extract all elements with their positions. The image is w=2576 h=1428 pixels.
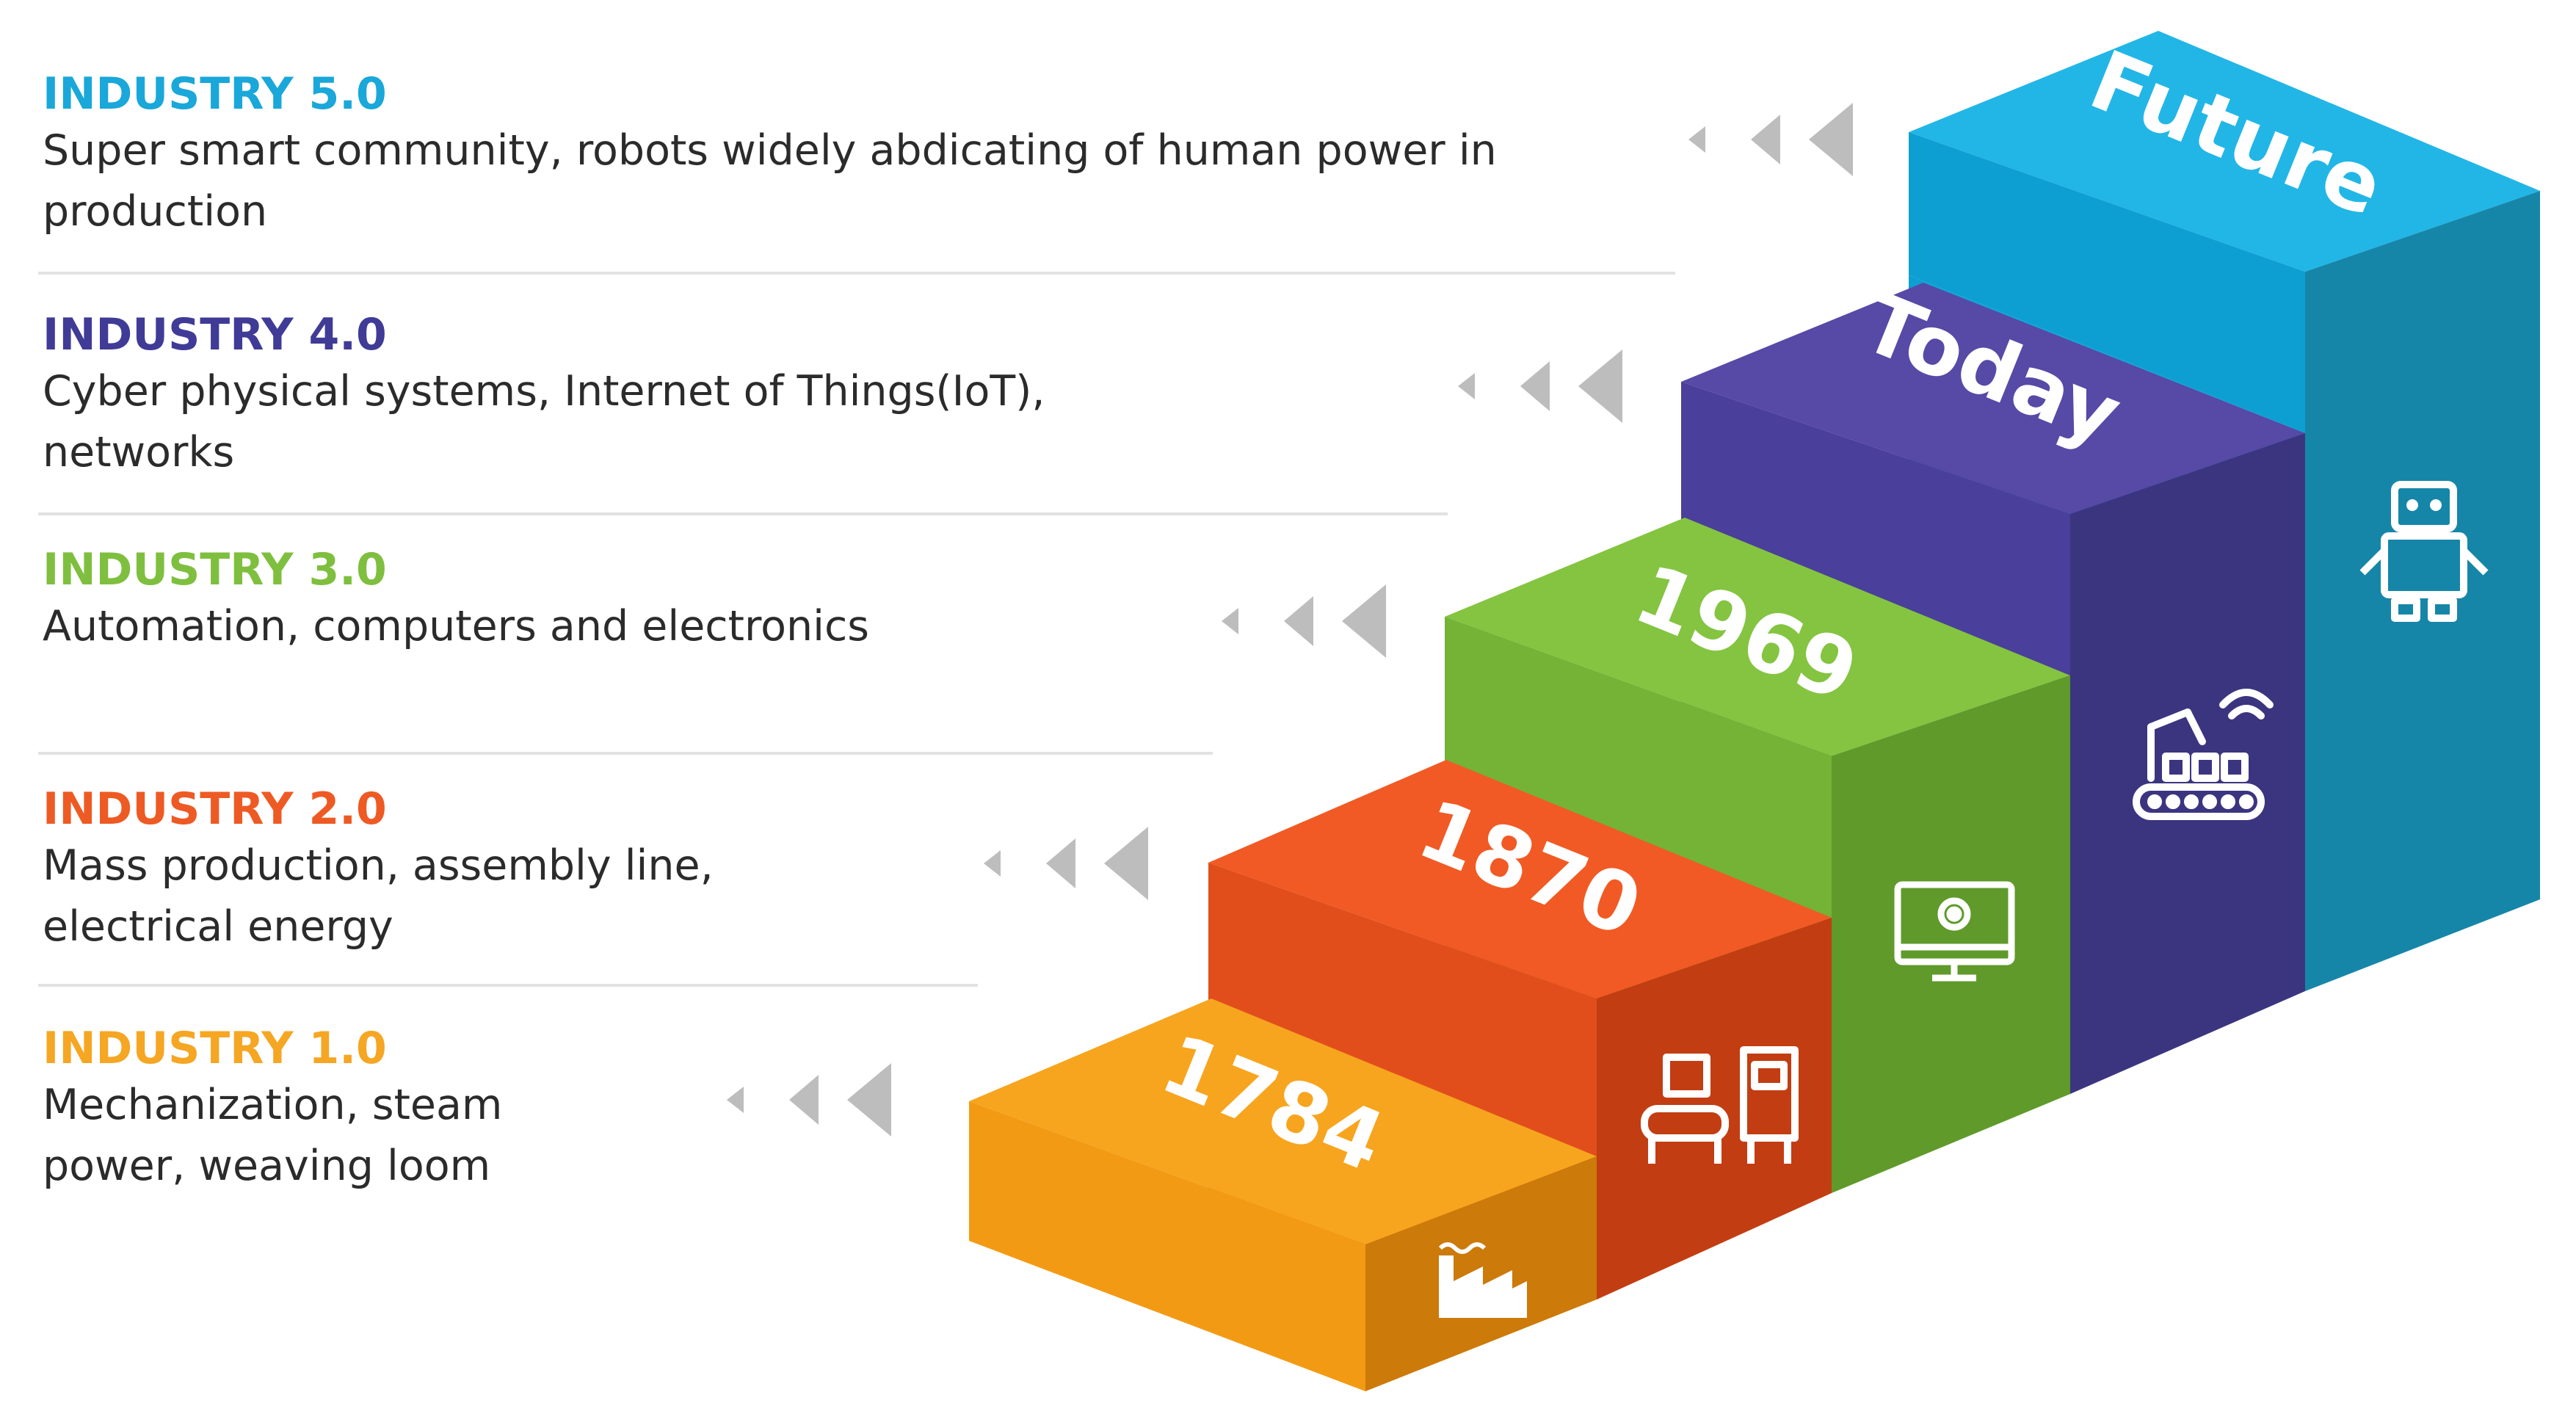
industry-row-1: INDUSTRY 1.0 Mechanization, steam power,… xyxy=(43,1022,645,1197)
row-divider xyxy=(38,984,978,987)
industry-title: INDUSTRY 3.0 xyxy=(43,544,387,595)
assembly-machines-icon xyxy=(1641,1046,1799,1164)
industry-title: INDUSTRY 4.0 xyxy=(43,309,387,360)
industry-row-5: INDUSTRY 5.0 Super smart community, robo… xyxy=(43,68,1584,242)
industry-description: Super smart community, robots widely abd… xyxy=(43,126,1497,236)
row-divider xyxy=(38,512,1448,515)
arrow-group-4 xyxy=(1458,349,1622,423)
arrow-group-2 xyxy=(984,827,1148,900)
industry-description: Mechanization, steam power, weaving loom xyxy=(43,1081,503,1190)
industry-row-4: INDUSTRY 4.0 Cyber physical systems, Int… xyxy=(43,308,1188,483)
factory-icon xyxy=(1438,1242,1527,1318)
arrow-group-1 xyxy=(727,1063,891,1137)
row-divider xyxy=(38,272,1675,275)
industry-row-2: INDUSTRY 2.0 Mass production, assembly l… xyxy=(43,783,887,957)
industry-row-3: INDUSTRY 3.0 Automation, computers and e… xyxy=(43,543,1144,657)
industry-description: Automation, computers and electronics xyxy=(43,602,870,650)
robotic-arm-conveyor-icon xyxy=(2133,689,2274,820)
industry-title: INDUSTRY 2.0 xyxy=(43,783,387,835)
industry-description: Cyber physical systems, Internet of Thin… xyxy=(43,367,1045,476)
row-divider xyxy=(38,752,1213,755)
industry-title: INDUSTRY 1.0 xyxy=(43,1023,387,1074)
industry-description: Mass production, assembly line, electric… xyxy=(43,841,714,951)
computer-gear-icon xyxy=(1894,881,2015,982)
robot-icon xyxy=(2359,481,2489,622)
arrow-group-3 xyxy=(1222,584,1386,658)
industry-title: INDUSTRY 5.0 xyxy=(43,68,387,120)
arrow-group-5 xyxy=(1688,103,1853,176)
